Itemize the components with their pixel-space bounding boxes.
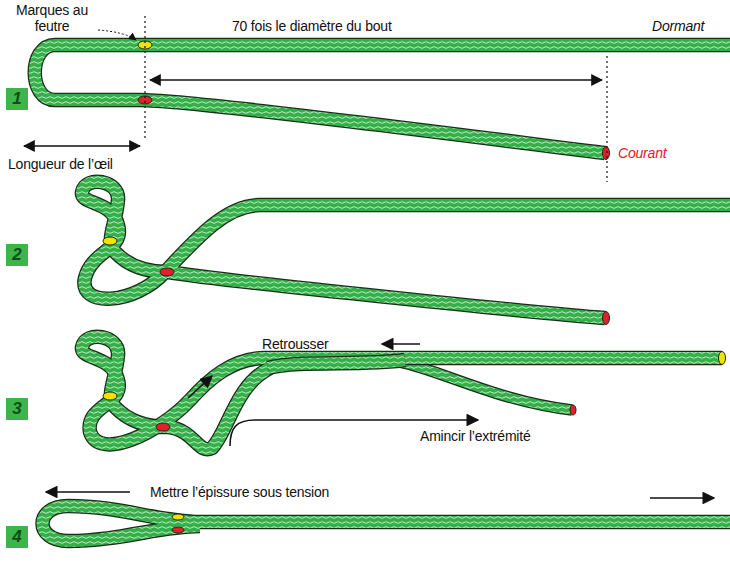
dimension-label: 70 fois le diamètre du bout <box>232 18 392 34</box>
rope-step-4 <box>43 506 730 541</box>
tension-arrows <box>46 492 714 498</box>
rope-part-label: Courant <box>618 145 666 161</box>
step-number: 3 <box>6 398 28 420</box>
rope-outline <box>35 45 730 153</box>
rope-part-label: Dormant <box>652 18 704 34</box>
rope-outline <box>268 360 405 368</box>
action-label: Mettre l’épissure sous tension <box>150 484 329 500</box>
mark-note: Marques au feutre <box>6 2 98 34</box>
rope-step-1 <box>35 41 730 160</box>
step-number: 4 <box>6 526 28 548</box>
rope-outline <box>400 362 572 410</box>
rope-outline <box>82 182 730 318</box>
dimension-label: Longueur de l’œil <box>8 156 113 172</box>
rope-outline <box>43 506 730 541</box>
rope-step-3 <box>82 337 726 450</box>
action-label: Retrousser <box>262 336 328 352</box>
action-label: Amincir l’extrémité <box>420 428 531 444</box>
rope-outline <box>82 337 722 450</box>
step-number: 1 <box>6 88 28 110</box>
step-number: 2 <box>6 244 28 266</box>
rope-step-2 <box>82 182 730 325</box>
